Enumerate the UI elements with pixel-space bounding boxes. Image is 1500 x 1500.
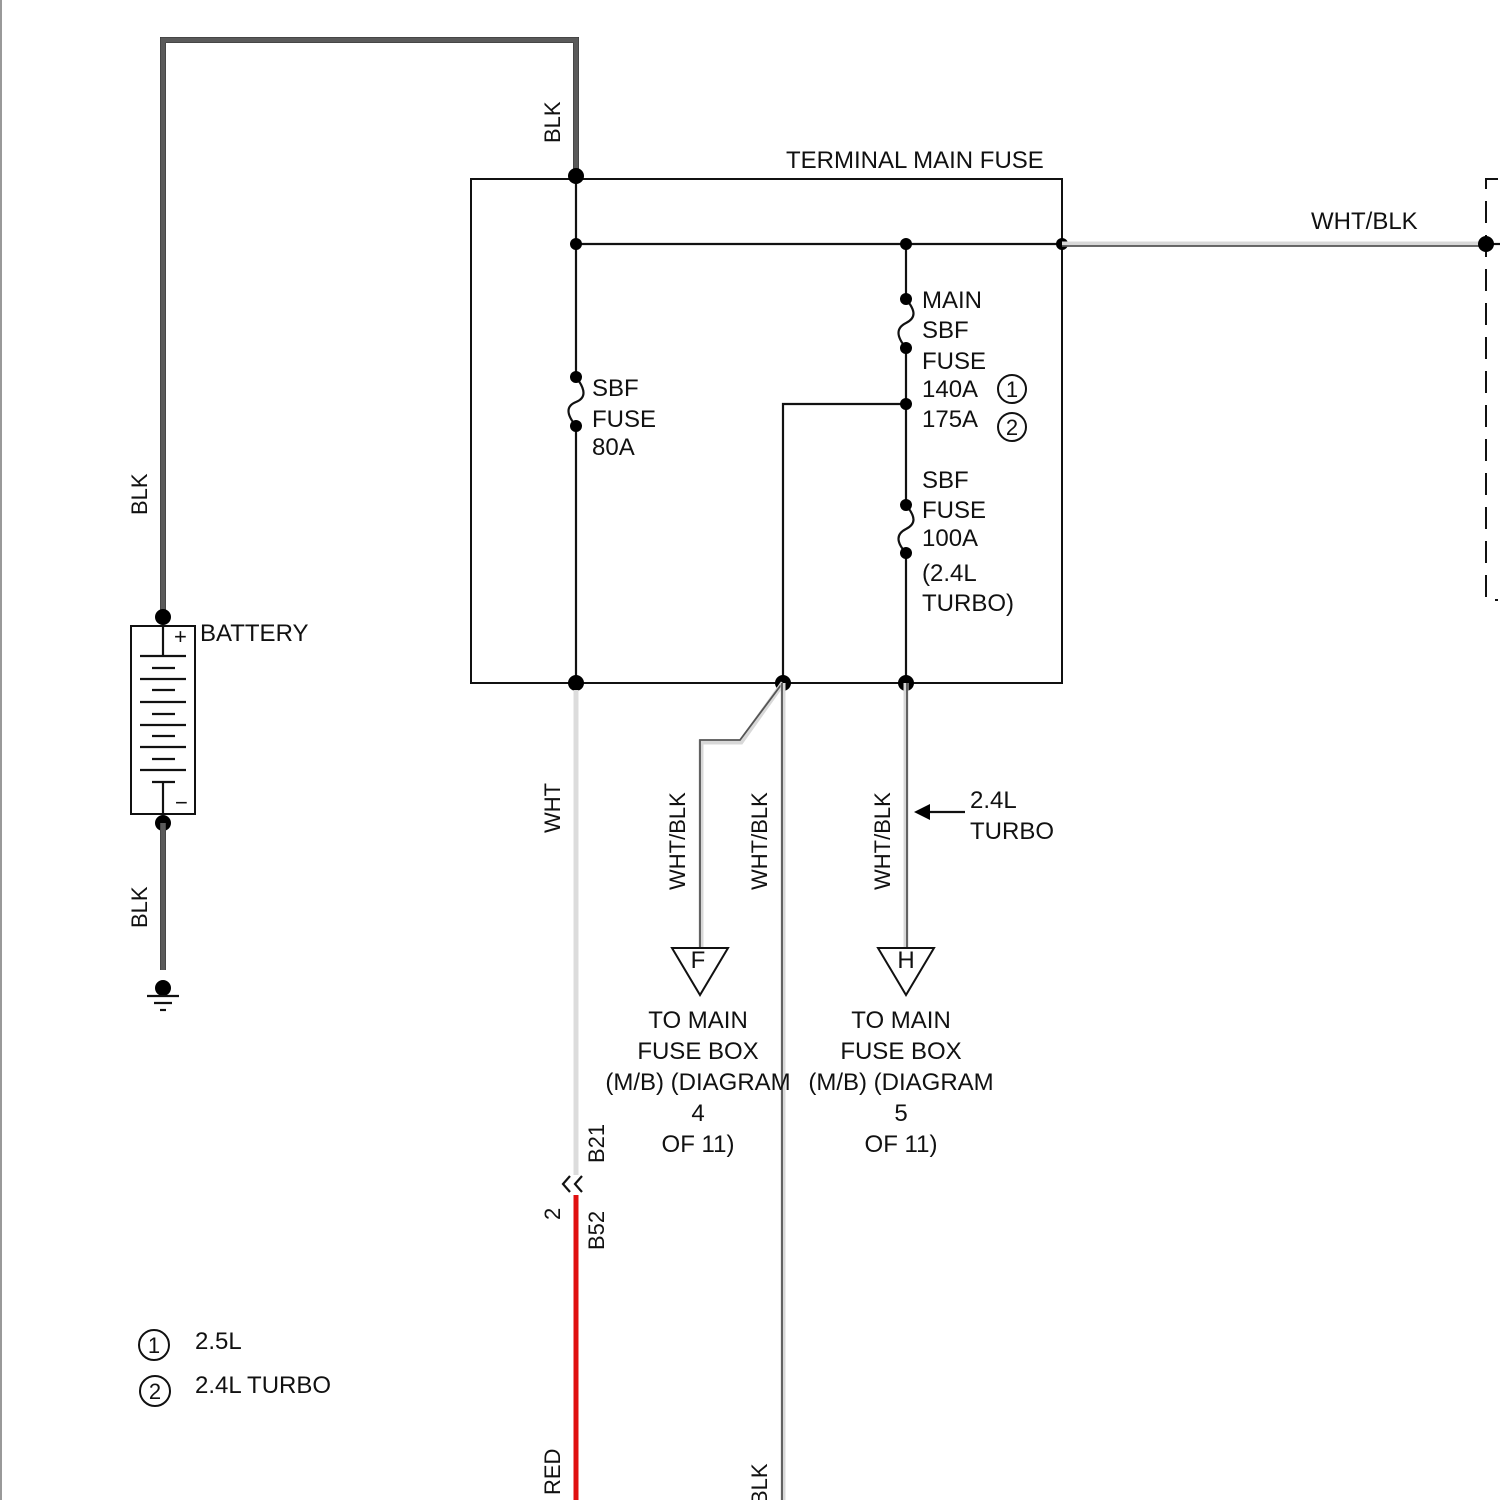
- wire-label-wht-blk-f: WHT/BLK: [665, 792, 690, 890]
- connector-f-text-5: OF 11): [662, 1131, 735, 1158]
- legend-marker-2: 2: [149, 1379, 161, 1404]
- connector-f-text-1: TO MAIN: [648, 1007, 748, 1034]
- connector-h-text-5: OF 11): [865, 1131, 938, 1158]
- svg-text:2: 2: [1006, 415, 1018, 440]
- connector-f-text-4: 4: [691, 1100, 704, 1127]
- svg-text:1: 1: [1006, 377, 1018, 402]
- wire-wht-blk-right[interactable]: [1062, 244, 1486, 246]
- legend-item: 1 2.5L: [139, 1328, 242, 1360]
- wire-label-wht-blk-right: WHT/BLK: [1311, 208, 1418, 235]
- connector-f-text-2: FUSE BOX: [637, 1038, 758, 1065]
- connector-h-text-3: (M/B) (DIAGRAM: [808, 1069, 993, 1096]
- wire-label-wht-blk-mid: WHT/BLK: [747, 792, 772, 890]
- fuse-main-rating-2: 175A: [922, 406, 978, 433]
- legend: 1 2.5L 2 2.4L TURBO: [139, 1328, 331, 1406]
- terminal-main-fuse-title: TERMINAL MAIN FUSE: [786, 147, 1044, 174]
- terminal-dot-wht: [568, 675, 584, 691]
- connector-h[interactable]: H: [878, 947, 934, 995]
- connector-f[interactable]: F: [672, 947, 728, 995]
- legend-item: 2 2.4L TURBO: [140, 1372, 331, 1406]
- fuse-100a-line2: FUSE: [922, 497, 986, 524]
- variant-marker-1: 1: [998, 375, 1026, 403]
- fuse-100a-line1: SBF: [922, 467, 969, 494]
- fuse-100a-line4: (2.4L: [922, 560, 977, 587]
- battery-plus-sign: +: [174, 624, 187, 649]
- connector-f-letter: F: [691, 947, 706, 974]
- connector-h-text-2: FUSE BOX: [840, 1038, 961, 1065]
- connector-f-text-3: (M/B) (DIAGRAM: [605, 1069, 790, 1096]
- battery-minus-sign: −: [175, 790, 188, 815]
- wire-label-wht-blk-h: WHT/BLK: [870, 792, 895, 890]
- connector-label-b52: B52: [584, 1211, 609, 1250]
- fuse-100a-line3: 100A: [922, 525, 978, 552]
- connector-h-text-1: TO MAIN: [851, 1007, 951, 1034]
- legend-text-2: 2.4L TURBO: [195, 1372, 331, 1399]
- wire-label-blk-negative: BLK: [127, 886, 152, 928]
- wire-label-wht: WHT: [540, 783, 565, 833]
- variant-marker-2: 2: [998, 413, 1026, 441]
- fuse-main-line2: SBF: [922, 317, 969, 344]
- fuse-80a-line3: 80A: [592, 434, 635, 461]
- turbo-note-line2: TURBO: [970, 818, 1054, 845]
- battery-label: BATTERY: [200, 620, 308, 647]
- turbo-note-line1: 2.4L: [970, 787, 1017, 814]
- wire-label-blk-left: BLK: [127, 473, 152, 515]
- legend-marker-1: 1: [148, 1333, 160, 1358]
- fuse-100a-line5: TURBO): [922, 590, 1014, 617]
- connector-label-b21: B21: [584, 1124, 609, 1163]
- wire-label-blk-lower: BLK: [747, 1463, 772, 1500]
- fuse-main-sbf[interactable]: [899, 293, 914, 354]
- fuse-main-rating-1: 140A: [922, 376, 978, 403]
- wire-label-red: RED: [540, 1449, 565, 1495]
- connector-h-letter: H: [897, 947, 914, 974]
- fuse-80a-line1: SBF: [592, 375, 639, 402]
- fuse-main-line3: FUSE: [922, 348, 986, 375]
- arrow-left-icon: [914, 804, 965, 820]
- connector-pin-number: 2: [540, 1208, 565, 1220]
- fuse-sbf-80a[interactable]: [569, 371, 584, 432]
- ground-icon: [147, 980, 179, 1010]
- fuse-sbf-100a[interactable]: [899, 499, 914, 559]
- wire-wht-blk-h[interactable]: [906, 683, 907, 948]
- wire-blk-battery-positive[interactable]: [163, 40, 576, 617]
- connector-h-text-4: 5: [894, 1100, 907, 1127]
- fuse-main-line1: MAIN: [922, 287, 982, 314]
- fuse-80a-line2: FUSE: [592, 406, 656, 433]
- legend-text-1: 2.5L: [195, 1328, 242, 1355]
- wire-label-blk-top: BLK: [540, 101, 565, 143]
